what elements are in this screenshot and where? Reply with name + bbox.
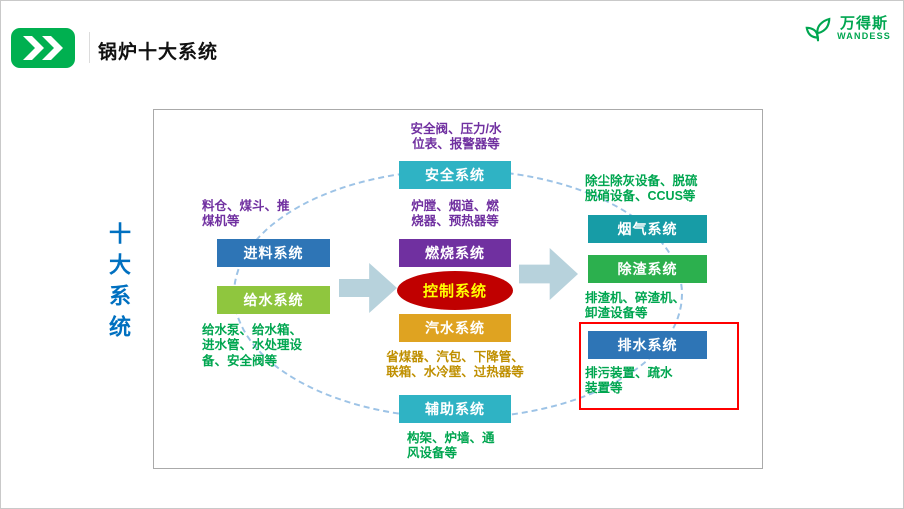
- feed-system-note: 料仓、煤斗、推 煤机等: [202, 199, 290, 229]
- title-chevron-badge: [11, 28, 75, 68]
- drainage-highlight-box: [579, 322, 739, 410]
- wandess-leaf-icon: [805, 17, 831, 42]
- control-system-ellipse: 控制系统: [397, 271, 513, 310]
- flue-gas-system-note: 除尘除灰设备、脱硫 脱硝设备、CCUS等: [585, 174, 698, 204]
- safety-system-note: 安全阀、压力/水 位表、报警器等: [410, 122, 502, 152]
- water-supply-system-box: 给水系统: [217, 286, 330, 314]
- brand-name-cn: 万得斯: [840, 14, 889, 32]
- auxiliary-system-box: 辅助系统: [399, 395, 511, 423]
- header-divider: [89, 32, 90, 63]
- page-title: 锅炉十大系统: [98, 42, 219, 63]
- drainage-system-note: 排污装置、疏水 装置等: [585, 366, 673, 396]
- slag-removal-system-box: 除渣系统: [588, 255, 707, 283]
- combustion-system-box: 燃烧系统: [399, 239, 511, 267]
- double-chevron-icon: [23, 36, 63, 60]
- feed-system-box: 进料系统: [217, 239, 330, 267]
- water-supply-system-note: 给水泵、给水箱、 进水管、水处理设 备、安全阀等: [202, 323, 303, 368]
- combustion-system-note: 炉膛、烟道、燃 烧器、预热器等: [411, 199, 499, 229]
- steam-water-system-box: 汽水系统: [399, 314, 511, 342]
- safety-system-box: 安全系统: [399, 161, 511, 189]
- brand-text: 万得斯 WANDESS: [837, 14, 891, 42]
- flue-gas-system-box: 烟气系统: [588, 215, 707, 243]
- slag-removal-system-note: 排渣机、碎渣机、 卸渣设备等: [585, 291, 686, 321]
- auxiliary-system-note: 构架、炉墙、通 风设备等: [407, 431, 495, 461]
- wandess-logo: 万得斯 WANDESS: [803, 14, 891, 44]
- side-label: 十大系统: [106, 222, 131, 346]
- steam-water-system-note: 省煤器、汽包、下降管、 联箱、水冷壁、过热器等: [386, 350, 524, 380]
- drainage-system-box: 排水系统: [588, 331, 707, 359]
- brand-name-en: WANDESS: [837, 31, 891, 42]
